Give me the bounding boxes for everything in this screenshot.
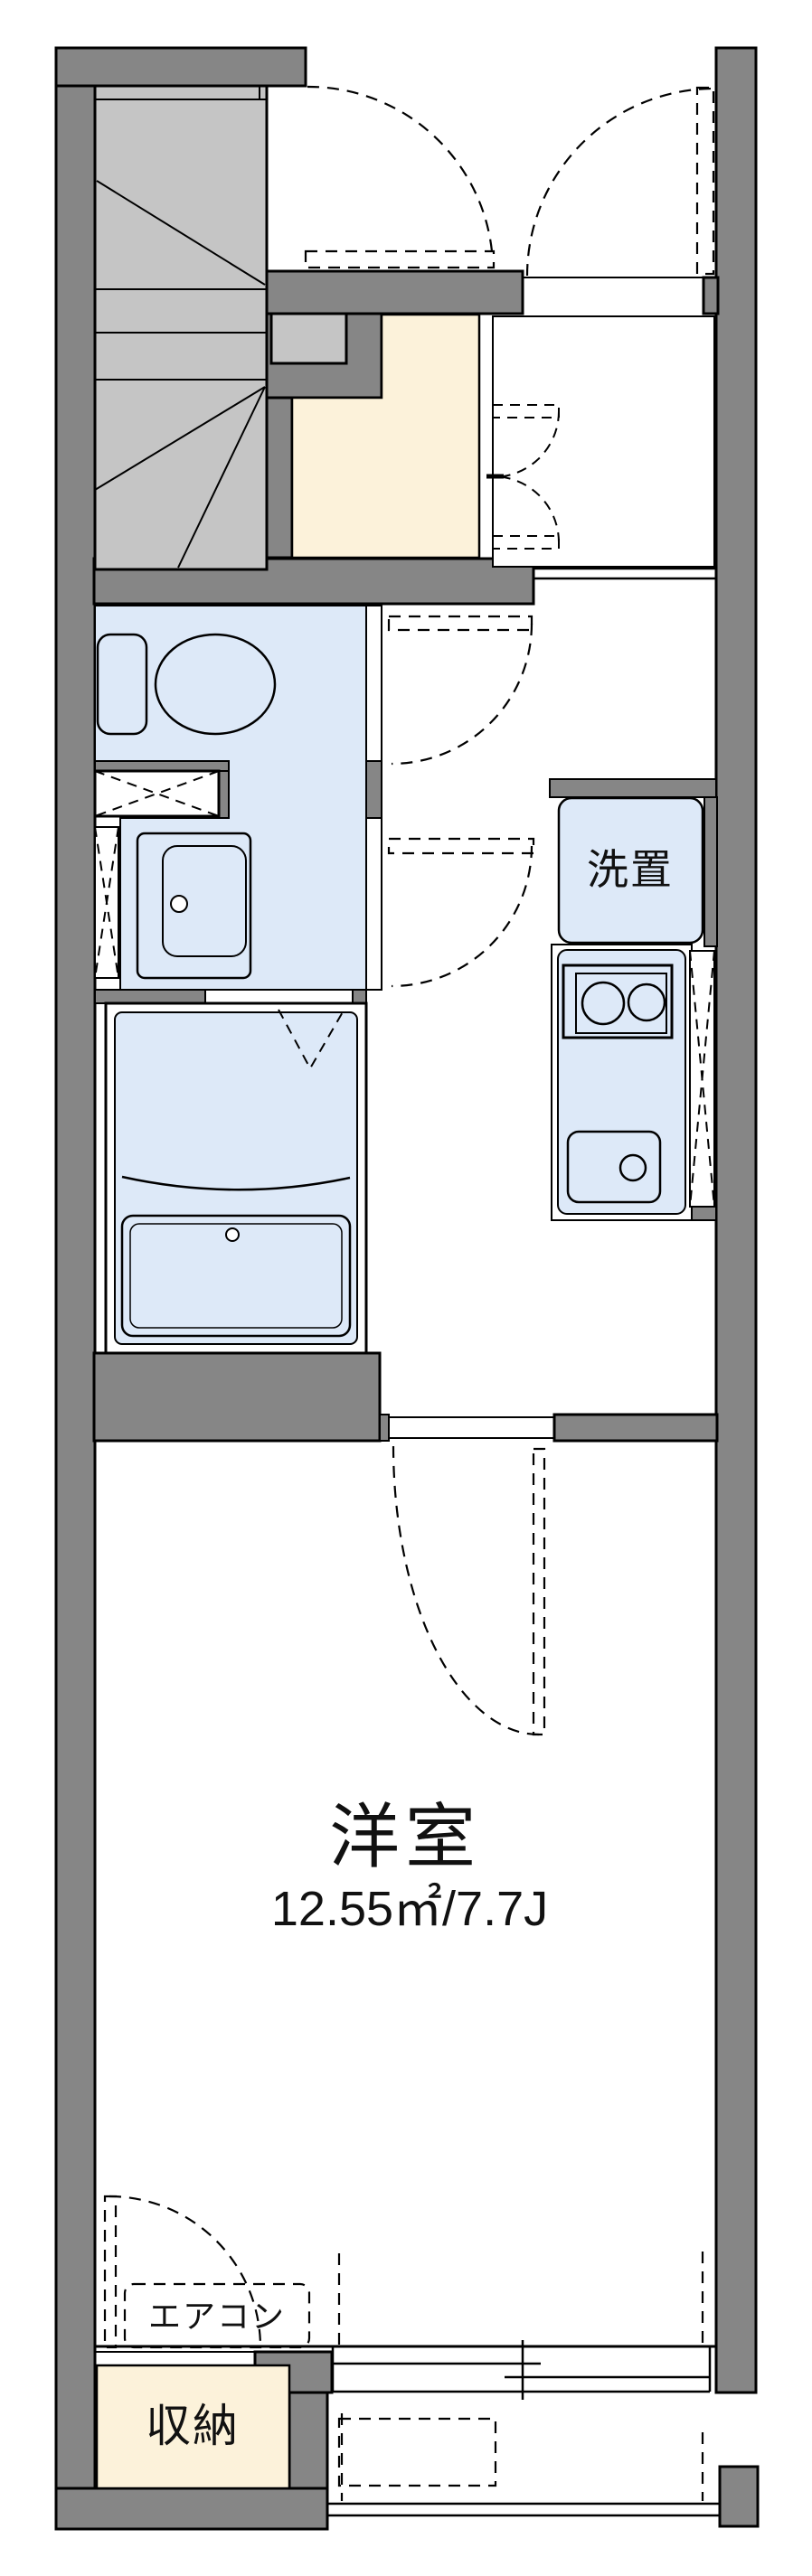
counter-x2: [94, 770, 220, 817]
washbasin-bowl: [162, 845, 247, 957]
western-room-label: 洋室: [328, 1797, 482, 1876]
wall-storage-bottom: [54, 2487, 329, 2531]
hallway-doors: [387, 615, 535, 988]
wall-left: [54, 46, 97, 2531]
wall-top: [54, 46, 307, 88]
stove-burner-right: [627, 982, 666, 1022]
bathroom: [120, 1009, 352, 1338]
western-door-arc: [392, 1445, 540, 1736]
entry-door-leaf-left: [304, 249, 496, 269]
wall-right: [714, 46, 758, 2394]
western-door-leaf: [532, 1447, 546, 1736]
entry-door-arc-right: [525, 87, 715, 277]
entry-doors: [304, 85, 715, 278]
washbasin-faucet: [170, 895, 188, 913]
western-room-area: 12.55㎡/7.7J: [270, 1882, 549, 1936]
entrance-genkan: [290, 313, 481, 559]
entry-door-arc-left: [307, 85, 494, 252]
balcony-dashed-box: [337, 2417, 497, 2487]
shoe-closet-doors: [486, 404, 716, 580]
bottom-features: [94, 2195, 720, 2517]
hall-door1-leaf: [387, 615, 533, 632]
aircon-door-arc: [109, 2195, 262, 2348]
wall-balcony-right: [718, 2465, 760, 2528]
aircon-door-leaf: [103, 2195, 118, 2349]
kitchen: [562, 950, 715, 1208]
closet-door-arc-top: [492, 410, 560, 478]
walls: [54, 46, 760, 2531]
wall-door-jamb: [379, 1414, 390, 1442]
laundry-space: [557, 796, 704, 945]
stove-inner: [575, 973, 667, 1034]
wall-laundry-top: [549, 778, 717, 798]
aircon-label: エアコン: [147, 2298, 287, 2335]
bath-step-curve: [121, 1175, 351, 1191]
laundry-label: 洗置: [587, 846, 674, 893]
kitchen-sink: [566, 1130, 662, 1204]
wall-porch-bottom: [265, 269, 524, 315]
wall-kitchen-nub: [689, 1206, 717, 1221]
toilet-area: [93, 633, 277, 980]
kitchen-window-x2: [689, 950, 715, 1208]
bathtub-drain: [225, 1227, 240, 1242]
entrance-step: [269, 312, 348, 365]
wall-washroom-bottom-left: [94, 989, 206, 1004]
entry-door-leaf-right: [695, 86, 715, 276]
hall-door1-arc: [391, 623, 533, 766]
wall-porch-nub: [702, 276, 720, 315]
toilet-bowl: [154, 633, 277, 736]
toilet-tank: [96, 633, 148, 736]
wall-entrance-side: [265, 396, 294, 559]
staircase: [93, 84, 269, 571]
wall-western-top-right: [552, 1413, 719, 1443]
wall-stub-hall: [365, 760, 382, 819]
wall-bath-bottom: [92, 1351, 382, 1443]
western-room-door: [388, 1416, 554, 1736]
bathtub: [120, 1214, 352, 1338]
hall-door2-leaf: [387, 837, 535, 855]
side-window-x2: [94, 826, 119, 979]
stair-treads: [94, 86, 267, 569]
closet-door-arc-bottom: [492, 475, 560, 543]
counter-x1: [94, 770, 220, 817]
hall-door2-arc: [391, 845, 533, 988]
wall-washroom-bottom-right: [352, 989, 367, 1004]
storage-label: 収納: [146, 2401, 240, 2451]
stove-burner-left: [581, 981, 626, 1026]
wall-laundry-side: [703, 796, 718, 947]
shoe-closet-room: [492, 315, 715, 568]
sink-drain: [618, 1153, 647, 1182]
storage-closet: [95, 2364, 291, 2490]
bath-folding-door: [278, 1009, 345, 1071]
bathtub-inner: [129, 1223, 343, 1329]
